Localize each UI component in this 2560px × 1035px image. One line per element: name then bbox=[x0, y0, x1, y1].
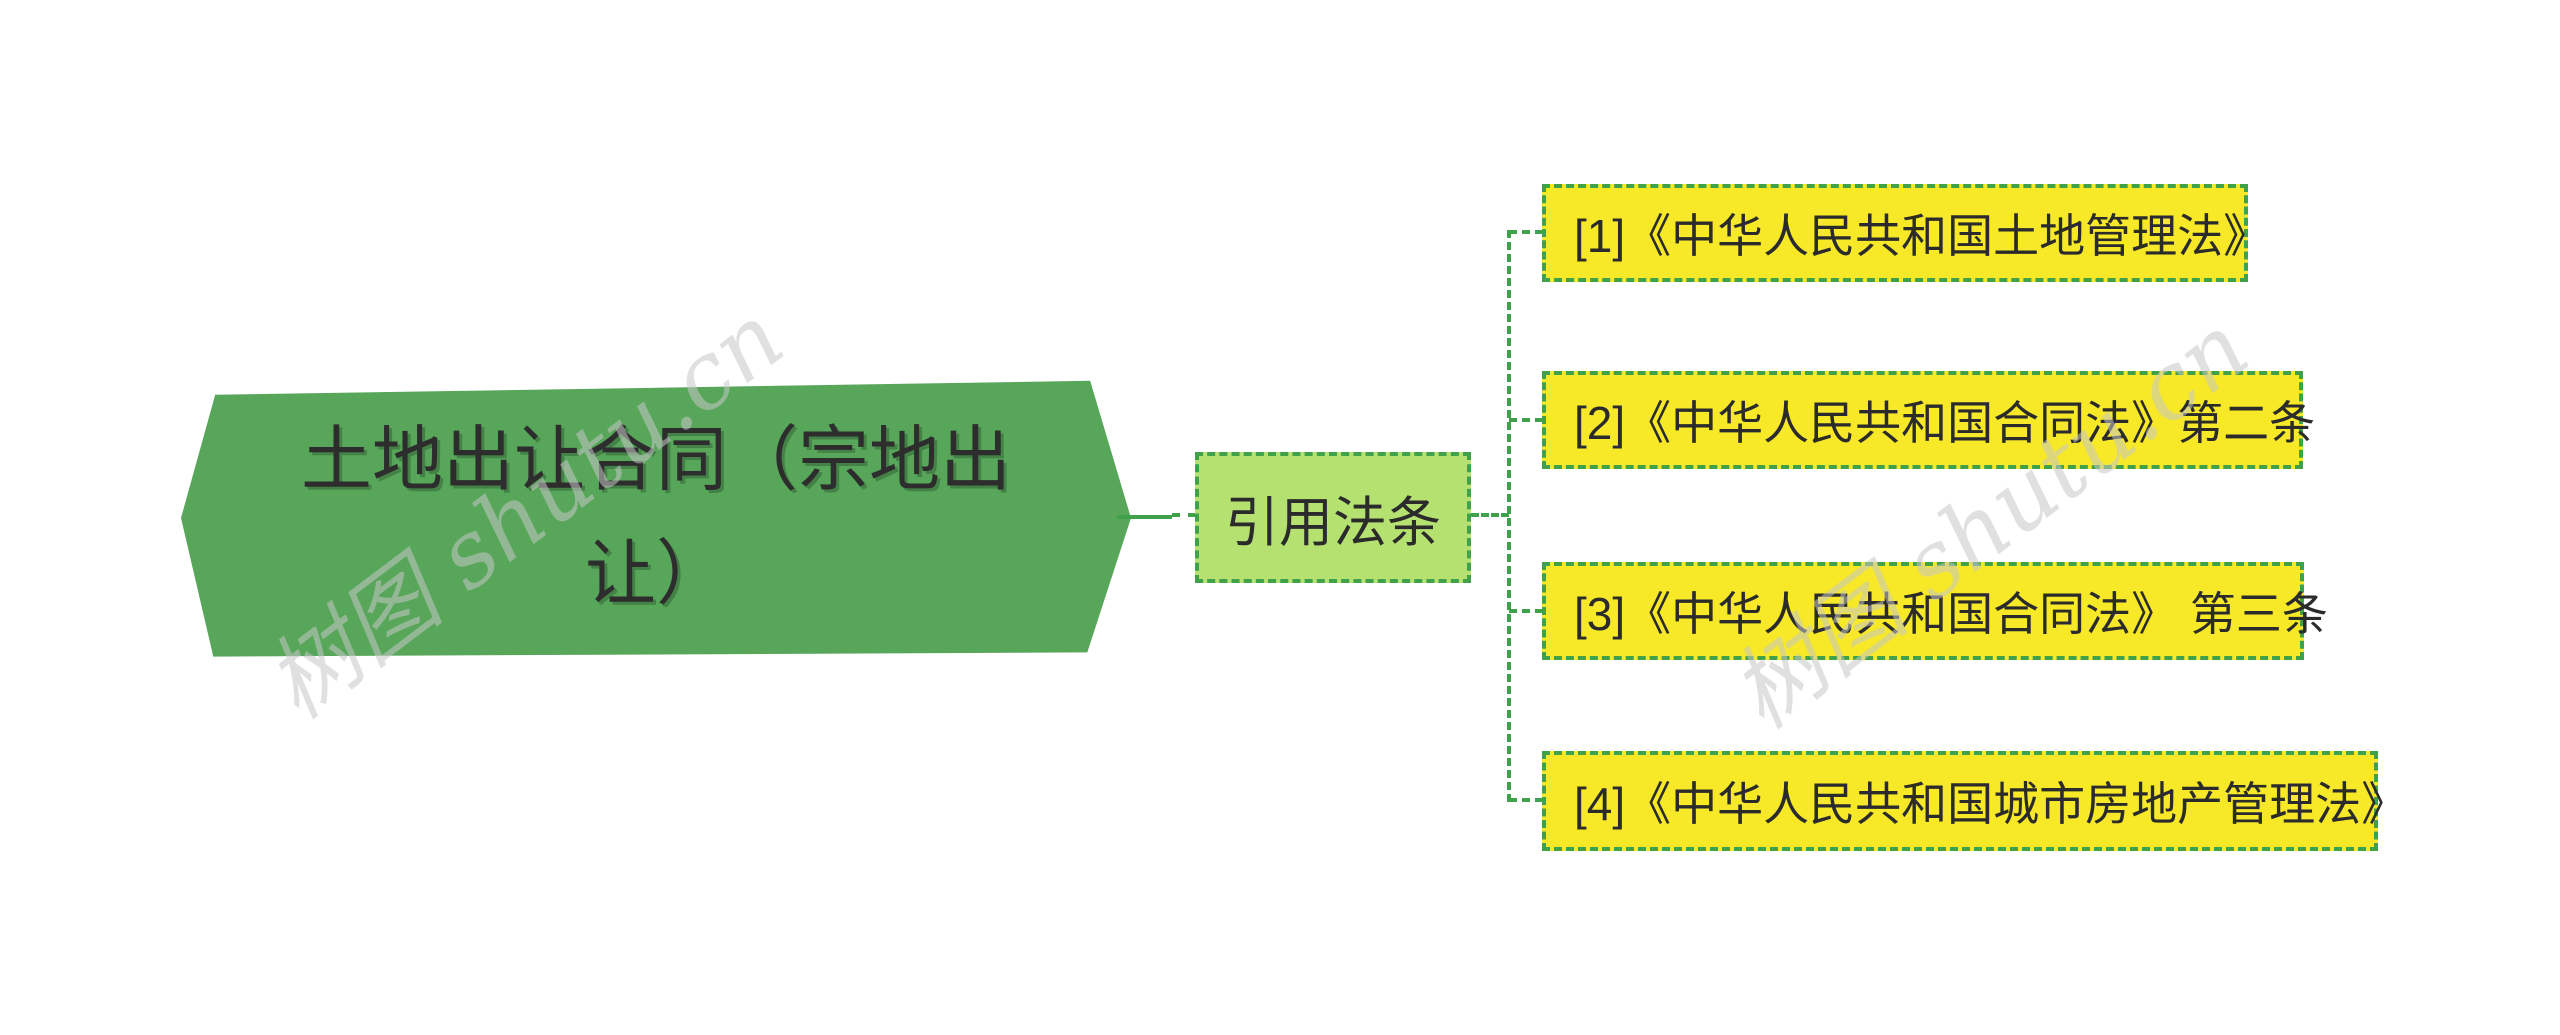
connector-stub-law-2 bbox=[1509, 418, 1543, 422]
connector-stub-law-3 bbox=[1509, 609, 1543, 613]
connector-root-branch-dashed bbox=[1172, 513, 1196, 517]
connector-stub-law-1 bbox=[1509, 230, 1543, 234]
connector-root-branch-solid bbox=[1117, 515, 1172, 519]
connector-branch-trunk bbox=[1471, 513, 1509, 517]
leaf-node-law-3[interactable]: [3]《中华人民共和国合同法》 第三条 bbox=[1542, 562, 2328, 660]
leaf-node-law-2-label: [2]《中华人民共和国合同法》第二条 bbox=[1574, 397, 2316, 449]
leaf-node-law-3-label: [3]《中华人民共和国合同法》 第三条 bbox=[1574, 588, 2328, 640]
leaf-node-law-4-label: [4]《中华人民共和国城市房地产管理法》 bbox=[1574, 778, 2408, 830]
leaf-node-law-2[interactable]: [2]《中华人民共和国合同法》第二条 bbox=[1542, 371, 2315, 469]
connector-trunk-vertical bbox=[1507, 230, 1511, 802]
leaf-node-law-1-label: [1]《中华人民共和国土地管理法》 bbox=[1574, 210, 2270, 262]
branch-node-label: 引用法条 bbox=[1225, 493, 1441, 553]
leaf-node-law-1[interactable]: [1]《中华人民共和国土地管理法》 bbox=[1542, 184, 2269, 282]
root-node-hexagon[interactable]: 土地出让合同（宗地出让） bbox=[181, 380, 1131, 657]
watermark-right: 树图 shutu.cn bbox=[1711, 293, 2268, 750]
connector-stub-law-4 bbox=[1509, 798, 1543, 802]
leaf-node-law-4[interactable]: [4]《中华人民共和国城市房地产管理法》 bbox=[1542, 751, 2407, 851]
root-node-label: 土地出让合同（宗地出让） bbox=[300, 421, 1011, 614]
branch-node-cited-laws[interactable]: 引用法条 bbox=[1195, 452, 1471, 583]
